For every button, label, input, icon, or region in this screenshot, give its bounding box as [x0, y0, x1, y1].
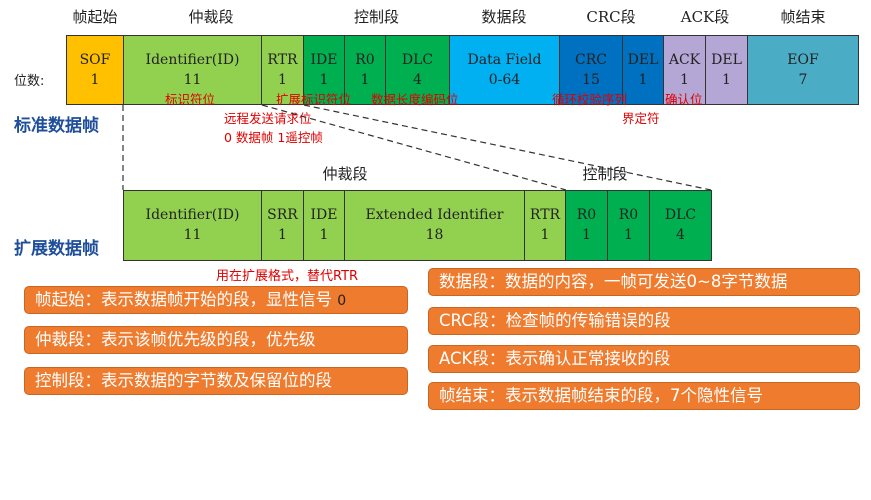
- annotation-dlc-bit: 数据长度编码位: [371, 92, 459, 107]
- annotation-id-bit: 标识符位: [165, 92, 216, 107]
- legend-ack: ACK段：表示确认正常接收的段: [428, 345, 860, 373]
- annotation-crc-seq: 循环校验序列: [552, 92, 628, 107]
- annotation-srr-note: 用在扩展格式，替代RTR: [216, 269, 359, 284]
- annotation-ack-bit: 确认位: [665, 92, 703, 107]
- bit-count-label: 位数:: [14, 74, 45, 89]
- ext-header-arbitration: 仲裁段: [322, 165, 368, 183]
- ext-header-control: 控制段: [582, 165, 628, 183]
- header-sof: 帧起始: [72, 8, 118, 26]
- legend-sof: 帧起始：表示数据帧开始的段，显性信号 0: [24, 286, 408, 314]
- ext-field-identifier: Identifier(ID)11: [123, 190, 262, 261]
- standard-frame-label: 标准数据帧: [14, 116, 99, 136]
- annotation-rtr-title: 远程发送请求位: [224, 111, 312, 126]
- annotation-ext-id-bit: 扩展标识符位: [276, 92, 352, 107]
- header-data: 数据段: [481, 8, 527, 26]
- legend-data: 数据段：数据的内容，一帧可发送0~8字节数据: [428, 268, 860, 296]
- field-identifier: Identifier(ID)11: [123, 35, 262, 105]
- legend-arbitration: 仲裁段：表示该帧优先级的段，优先级: [24, 326, 408, 354]
- legend-crc: CRC段：检查帧的传输错误的段: [428, 307, 860, 335]
- legend-eof: 帧结束：表示数据帧结束的段，7个隐性信号: [428, 382, 860, 410]
- header-ack: ACK段: [680, 8, 730, 26]
- annotation-delimiter: 界定符: [622, 111, 660, 126]
- header-arbitration: 仲裁段: [188, 8, 234, 26]
- annotation-rtr-values: 0 数据帧 1遥控帧: [224, 130, 323, 145]
- legend-control: 控制段：表示数据的字节数及保留位的段: [24, 367, 408, 395]
- header-crc: CRC段: [586, 8, 636, 26]
- extended-frame-label: 扩展数据帧: [14, 239, 99, 259]
- header-eof: 帧结束: [780, 8, 826, 26]
- header-control: 控制段: [353, 8, 399, 26]
